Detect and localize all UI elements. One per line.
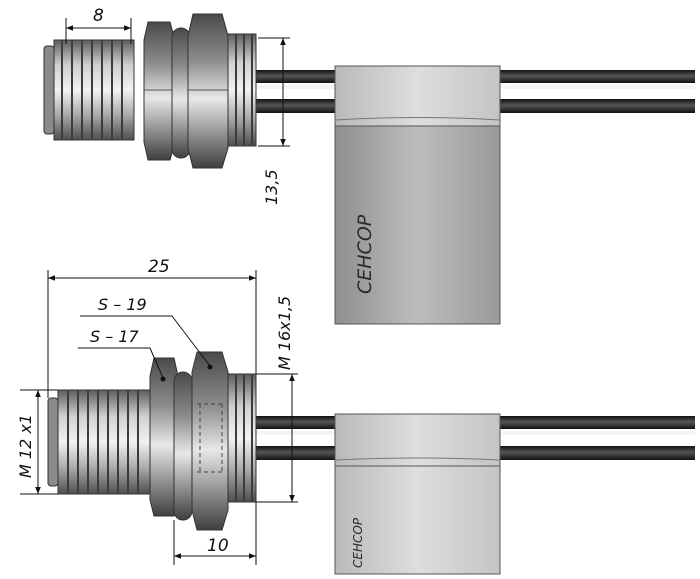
dim-nut-length: 10 (173, 502, 257, 565)
bottom-connector-thread (47, 389, 151, 495)
top-nut-large (187, 13, 229, 169)
svg-text:8: 8 (93, 6, 104, 26)
svg-text:M 12 x1: M 12 x1 (16, 414, 35, 478)
svg-text:M 16x1,5: M 16x1,5 (275, 296, 294, 370)
top-rear-thread (227, 33, 257, 147)
top-label-tag: СЕНСОР (334, 65, 501, 325)
svg-text:S – 19: S – 19 (98, 295, 147, 314)
svg-text:10: 10 (207, 536, 229, 556)
dim-top-height: 13,5 (258, 37, 290, 205)
top-o-ring (171, 27, 191, 159)
top-nut-small (143, 21, 176, 161)
bottom-nut-large (191, 351, 229, 531)
brand-label-bottom: СЕНСОР (351, 517, 365, 568)
top-connector: СЕНСОР 8 13,5 (43, 6, 695, 325)
bottom-connector: СЕНСОР 25 S – 19 S – 17 M 16x1, (16, 257, 695, 575)
top-connector-thread (43, 39, 135, 141)
brand-label-top: СЕНСОР (354, 214, 376, 294)
dim-thread-connector: M 12 x1 (16, 389, 58, 495)
dim-wrench-small: S – 17 (78, 327, 166, 382)
dim-thread-mount: M 16x1,5 (256, 296, 298, 503)
bottom-nut-small (149, 357, 179, 517)
dim-top-thread-length: 8 (65, 6, 132, 44)
bottom-label-tag: СЕНСОР (334, 413, 501, 575)
svg-text:S – 17: S – 17 (90, 327, 140, 346)
bottom-o-ring (173, 371, 193, 521)
svg-text:13,5: 13,5 (262, 169, 281, 205)
dim-wrench-large: S – 19 (80, 295, 213, 370)
svg-text:25: 25 (148, 257, 170, 277)
bottom-rear-thread (227, 373, 257, 503)
dim-total-length: 25 (47, 257, 257, 398)
